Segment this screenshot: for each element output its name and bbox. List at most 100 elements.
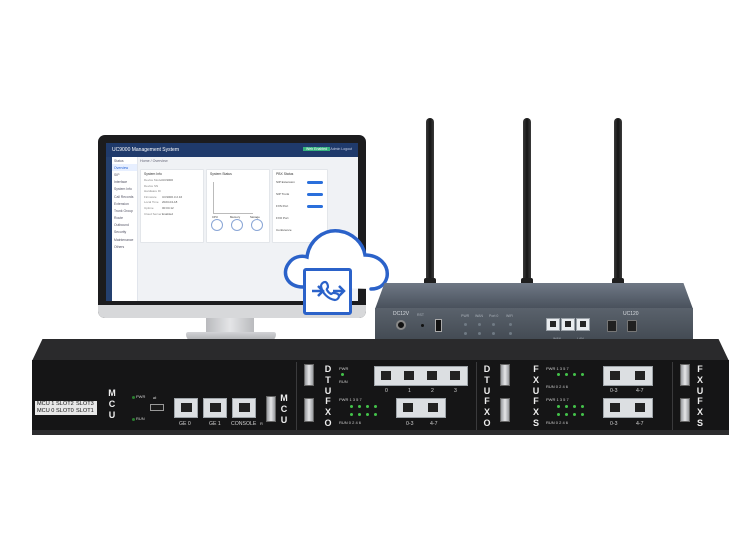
- port-label: 4-7: [636, 421, 644, 427]
- status-led: [478, 332, 481, 335]
- status-chart: [213, 182, 253, 214]
- status-led: [341, 373, 344, 376]
- slot-divider: [672, 362, 673, 430]
- status-led: [350, 413, 353, 416]
- ge0-port[interactable]: [174, 398, 198, 418]
- lan-port[interactable]: [561, 318, 575, 331]
- status-led: [581, 413, 584, 416]
- card-handle[interactable]: [500, 398, 510, 422]
- sidebar-item-interface[interactable]: Interface: [114, 180, 128, 185]
- slot-label: MCU 0: [37, 408, 55, 414]
- header-user-links[interactable]: Admin Logout: [330, 147, 352, 151]
- indicator-label: PWR: [339, 366, 349, 371]
- sidebar-item-extension[interactable]: Extension: [114, 201, 129, 206]
- status-led: [509, 323, 512, 326]
- indicator-label: PWR: [136, 394, 146, 399]
- card-handle[interactable]: [680, 364, 690, 386]
- lan-port[interactable]: [576, 318, 590, 331]
- pbx-bar: [307, 181, 323, 184]
- dtu-port-block[interactable]: [374, 366, 468, 386]
- gauge-label: CPU: [212, 215, 218, 219]
- reset-button[interactable]: [421, 324, 424, 327]
- dc-label: DC12V: [393, 311, 410, 317]
- sidebar-item-overview[interactable]: Overview: [106, 164, 137, 172]
- status-led: [581, 405, 584, 408]
- wan-port[interactable]: [546, 318, 560, 331]
- status-led: [350, 405, 353, 408]
- usb-port[interactable]: [435, 319, 442, 332]
- card-handle[interactable]: [680, 398, 690, 422]
- indicator-label: PWR 1 3 5 7: [546, 366, 569, 371]
- app-title: UC9000 Management System: [112, 147, 179, 153]
- status-led: [358, 405, 361, 408]
- breadcrumb: Home / Overview: [140, 159, 168, 163]
- card-handle[interactable]: [500, 364, 510, 386]
- sidebar-item-outbound[interactable]: Outbound: [114, 223, 129, 228]
- fxo-port-block[interactable]: [396, 398, 446, 418]
- card-handle[interactable]: [304, 398, 314, 422]
- slot-label: SLOT3: [76, 401, 94, 407]
- sidebar-item-call-records[interactable]: Call Records: [114, 194, 134, 199]
- card-handle[interactable]: [304, 364, 314, 386]
- pbx-row-label: SIP Extension: [276, 180, 295, 184]
- status-badge: Web Enabled: [303, 147, 330, 151]
- sidebar-item-status[interactable]: Status: [114, 158, 124, 163]
- phone-port[interactable]: [607, 320, 617, 332]
- sidebar-item-security[interactable]: Security: [114, 230, 127, 235]
- monitor-stand: [206, 318, 254, 334]
- fxu-port-block[interactable]: [603, 366, 653, 386]
- usb-port[interactable]: [150, 404, 164, 411]
- monitor-chin: [98, 305, 366, 318]
- port-label: GE 0: [179, 421, 191, 427]
- reset-label: RST: [417, 313, 424, 317]
- fxs-port-block[interactable]: [603, 398, 653, 418]
- console-port[interactable]: [232, 398, 256, 418]
- indicator-label: R: [260, 421, 263, 426]
- sidebar-icon-strip: [106, 157, 112, 301]
- sidebar-item-system-info[interactable]: System Info: [114, 187, 132, 192]
- sidebar-item-maintenance[interactable]: Maintenance: [114, 237, 134, 242]
- chassis-bottom-lip: [32, 430, 729, 435]
- card-handle[interactable]: [266, 396, 276, 422]
- indicator-label: PWR 1 3 5 7: [546, 397, 569, 402]
- storage-gauge: [251, 219, 263, 231]
- port-label: 0-3: [406, 421, 414, 427]
- sidebar-item-others[interactable]: Others: [114, 244, 125, 249]
- monitor-screen: UC9000 Management System Web Enabled Adm…: [106, 143, 358, 301]
- pbx-status-panel: PBX Status SIP Extension SIP Trunk FXS P…: [272, 169, 328, 243]
- system-status-panel: System Status CPU Memory Storage: [206, 169, 270, 243]
- port-label: 2: [431, 388, 434, 394]
- indicator-label: PWR 1 3 5 7: [339, 397, 362, 402]
- ge1-port[interactable]: [203, 398, 227, 418]
- phone-port[interactable]: [627, 320, 637, 332]
- dc-power-jack[interactable]: [396, 320, 406, 330]
- usb-icon: ⇌: [153, 395, 157, 400]
- status-led: [374, 413, 377, 416]
- info-row: Cloud ServerEnabled: [144, 211, 174, 216]
- status-led: [557, 405, 560, 408]
- indicator-label: RUN 0 2 4 6: [546, 384, 569, 389]
- status-led: [509, 332, 512, 335]
- status-led: [358, 413, 361, 416]
- port-label: 0: [385, 388, 388, 394]
- status-led: [557, 373, 560, 376]
- sidebar-item-sip[interactable]: SIP: [114, 172, 120, 177]
- app-header: UC9000 Management System Web Enabled Adm…: [106, 143, 358, 157]
- port-label: GE 1: [209, 421, 221, 427]
- port-label: 3: [454, 388, 457, 394]
- slot-label: SLOT1: [76, 408, 94, 414]
- indicator-label: RUN: [339, 379, 348, 384]
- led-label: PWR: [461, 314, 470, 318]
- sidebar-item-route[interactable]: Route: [114, 216, 124, 221]
- sidebar-item-trunk-group[interactable]: Trunk Group: [114, 208, 133, 213]
- pbx-row-label: FXS Port: [276, 204, 289, 208]
- led-label: WiFi: [506, 314, 513, 318]
- slot-label: SLOT0: [56, 408, 74, 414]
